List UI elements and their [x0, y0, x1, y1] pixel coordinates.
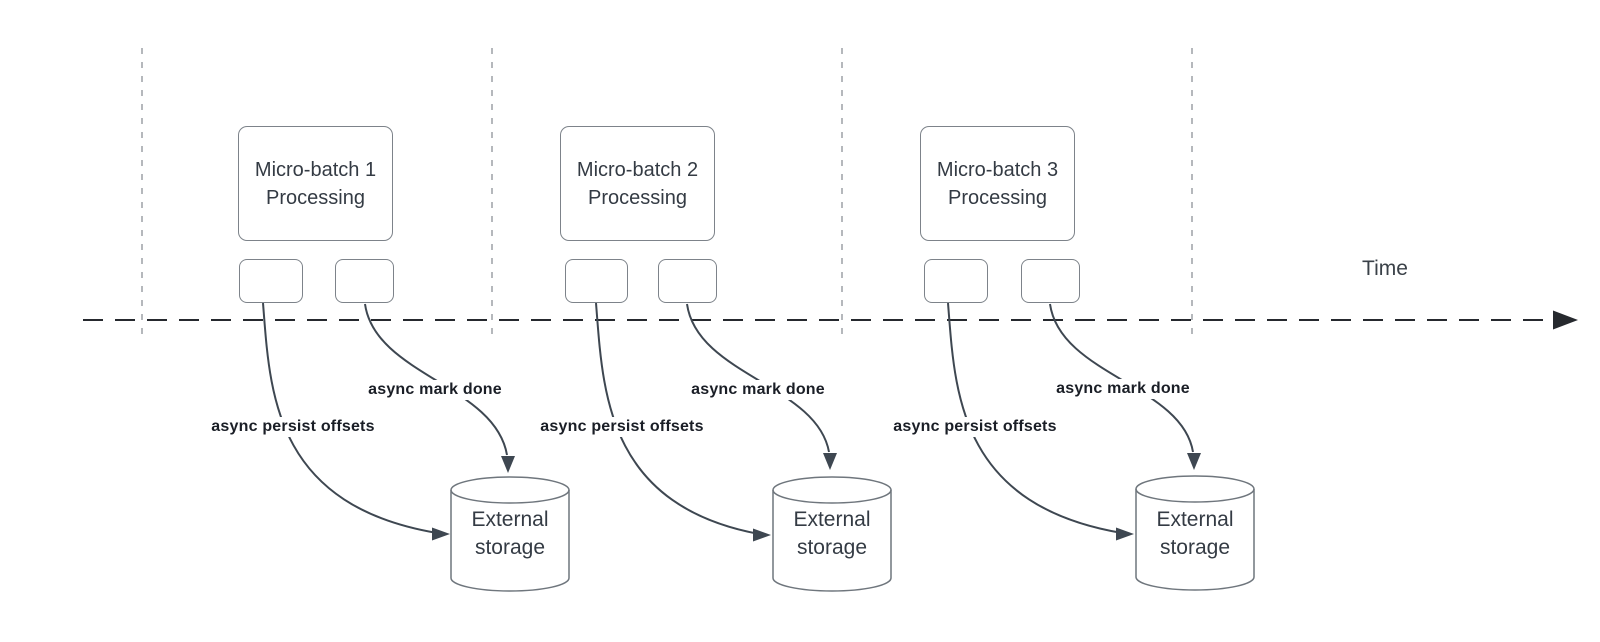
mark-done-arrow: [364, 303, 508, 456]
timeline-arrowhead-icon: [1553, 310, 1578, 330]
external-storage-label: External storage: [773, 477, 891, 591]
mark-done-label: async mark done: [1053, 379, 1193, 399]
process-box-title-line1: Micro-batch 1: [254, 158, 377, 181]
process-box-title-line1: Micro-batch 3: [936, 158, 1059, 181]
persist-offsets-arrow: [262, 302, 438, 534]
storage-label-line2: storage: [1159, 536, 1231, 559]
external-storage-label: External storage: [451, 477, 569, 591]
micro-batch-1-processing-box: Micro-batch 1 Processing: [238, 126, 393, 241]
arrowhead-icon: [823, 453, 837, 470]
storage-cylinder-icon: [772, 476, 892, 592]
micro-batch-2-done-task-box: [658, 259, 717, 303]
arrowhead-icon: [753, 528, 771, 542]
persist-offsets-arrow: [947, 302, 1123, 534]
persist-offsets-label: async persist offsets: [208, 417, 378, 437]
mark-done-label: async mark done: [688, 380, 828, 400]
micro-batch-3-persist-task-box: [924, 259, 988, 303]
process-box-title-line2: Processing: [948, 186, 1047, 209]
storage-label-line2: storage: [474, 536, 546, 559]
arrowhead-icon: [1116, 527, 1134, 541]
storage-label-line2: storage: [796, 536, 868, 559]
micro-batch-2-persist-task-box: [565, 259, 628, 303]
arrowhead-icon: [1187, 453, 1201, 470]
arrowhead-icon: [501, 456, 515, 473]
persist-offsets-arrow: [595, 302, 760, 535]
micro-batch-3-done-task-box: [1021, 259, 1080, 303]
storage-cylinder-icon: [1135, 475, 1255, 591]
micro-batch-1-persist-task-box: [239, 259, 303, 303]
arrowhead-icon: [432, 527, 450, 541]
mark-done-arrow: [1049, 303, 1194, 453]
process-box-title-line1: Micro-batch 2: [576, 158, 699, 181]
micro-batch-3-processing-box: Micro-batch 3 Processing: [920, 126, 1075, 241]
external-storage-label: External storage: [1136, 477, 1254, 591]
mark-done-arrow: [686, 303, 830, 453]
process-box-title-line2: Processing: [266, 186, 365, 209]
micro-batch-2-processing-box: Micro-batch 2 Processing: [560, 126, 715, 241]
process-box-title-line2: Processing: [588, 186, 687, 209]
persist-offsets-label: async persist offsets: [537, 417, 707, 437]
storage-label-line1: External: [793, 508, 871, 531]
persist-offsets-label: async persist offsets: [890, 417, 1060, 437]
storage-label-line1: External: [1156, 508, 1234, 531]
storage-label-line1: External: [471, 508, 549, 531]
micro-batch-1-done-task-box: [335, 259, 394, 303]
mark-done-label: async mark done: [365, 380, 505, 400]
storage-cylinder-icon: [450, 476, 570, 592]
time-axis-label: Time: [1362, 257, 1408, 280]
